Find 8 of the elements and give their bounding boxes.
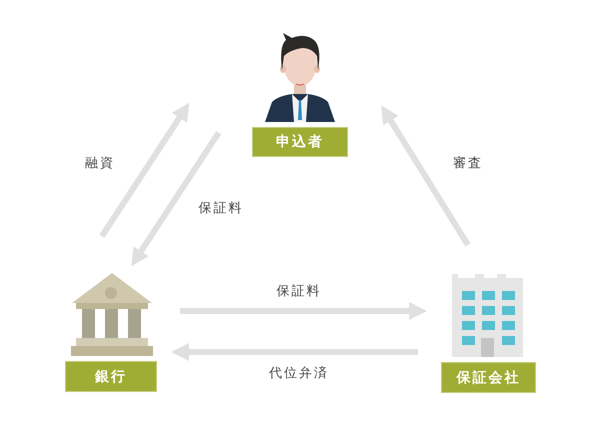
name-label: 申込者 [252,127,348,157]
arrow [131,131,222,266]
arrow [180,302,427,320]
arrow [381,105,471,247]
name-label: 銀行 [65,361,157,392]
arrow [171,343,418,361]
name-label: 保証会社 [441,362,536,393]
arrow [99,102,190,238]
